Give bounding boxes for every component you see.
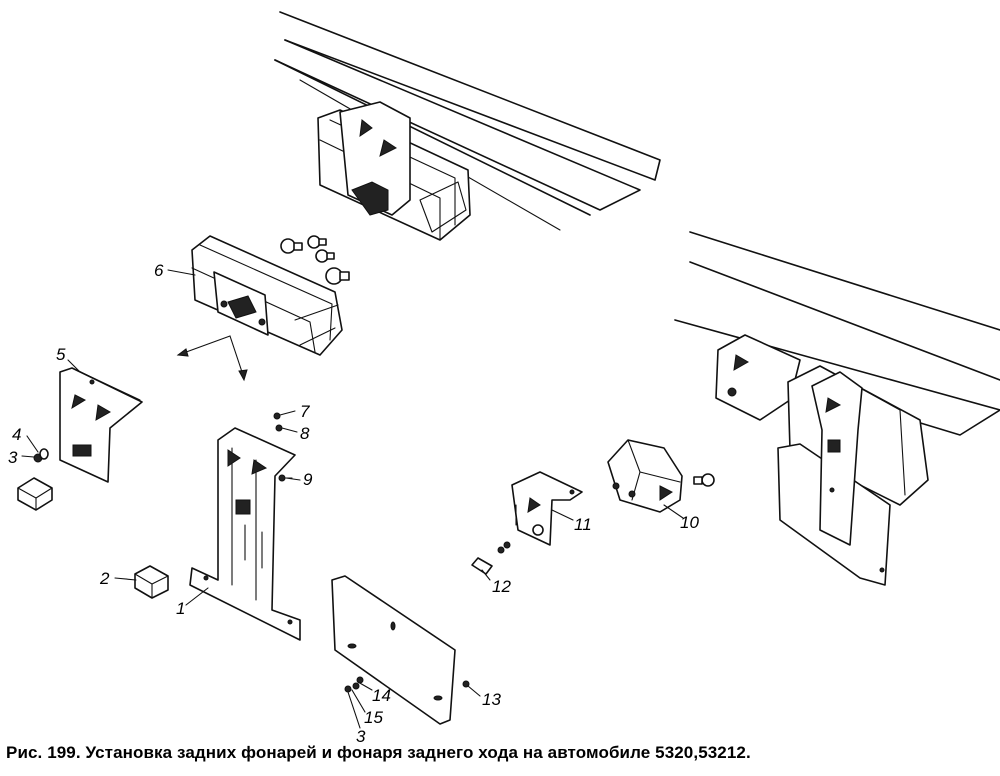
figure-caption: Рис. 199. Установка задних фонарей и фон… <box>6 743 751 762</box>
installed-rear-lamp-left <box>317 101 471 241</box>
callout-labels: 6 5 4 3 7 8 9 2 1 10 11 12 13 14 15 3 <box>8 261 699 746</box>
callout-8: 8 <box>300 424 310 443</box>
callout-12: 12 <box>492 577 511 596</box>
small-lamp-2 <box>134 565 169 599</box>
small-lamp-left <box>17 477 53 511</box>
license-plate <box>331 575 456 725</box>
nut-washer-3-4 <box>33 448 49 463</box>
installed-assembly-right <box>715 334 929 586</box>
vehicle-frame <box>274 11 1000 436</box>
callout-5: 5 <box>56 345 66 364</box>
callout-9: 9 <box>303 470 313 489</box>
bulb-10 <box>693 473 715 487</box>
callout-14: 14 <box>372 686 391 705</box>
callout-10: 10 <box>680 513 699 532</box>
bracket-1 <box>189 427 301 641</box>
callout-6: 6 <box>154 261 164 280</box>
callout-15: 15 <box>364 708 383 727</box>
callout-4: 4 <box>12 425 21 444</box>
callout-11: 11 <box>574 515 592 534</box>
callout-1: 1 <box>176 599 185 618</box>
rear-lamp-6 <box>191 235 343 356</box>
bracket-5 <box>59 367 143 483</box>
bulbs-group <box>280 235 350 285</box>
bracket-11 <box>511 471 583 546</box>
callout-13: 13 <box>482 690 501 709</box>
callout-2: 2 <box>99 569 110 588</box>
callout-3b: 3 <box>356 727 366 746</box>
leader-lines <box>21 269 684 729</box>
callout-3a: 3 <box>8 448 18 467</box>
assembly-arrows <box>176 335 248 382</box>
reverse-lamp-10 <box>607 439 683 513</box>
bolt-12 <box>471 541 511 575</box>
callout-7: 7 <box>300 402 310 421</box>
